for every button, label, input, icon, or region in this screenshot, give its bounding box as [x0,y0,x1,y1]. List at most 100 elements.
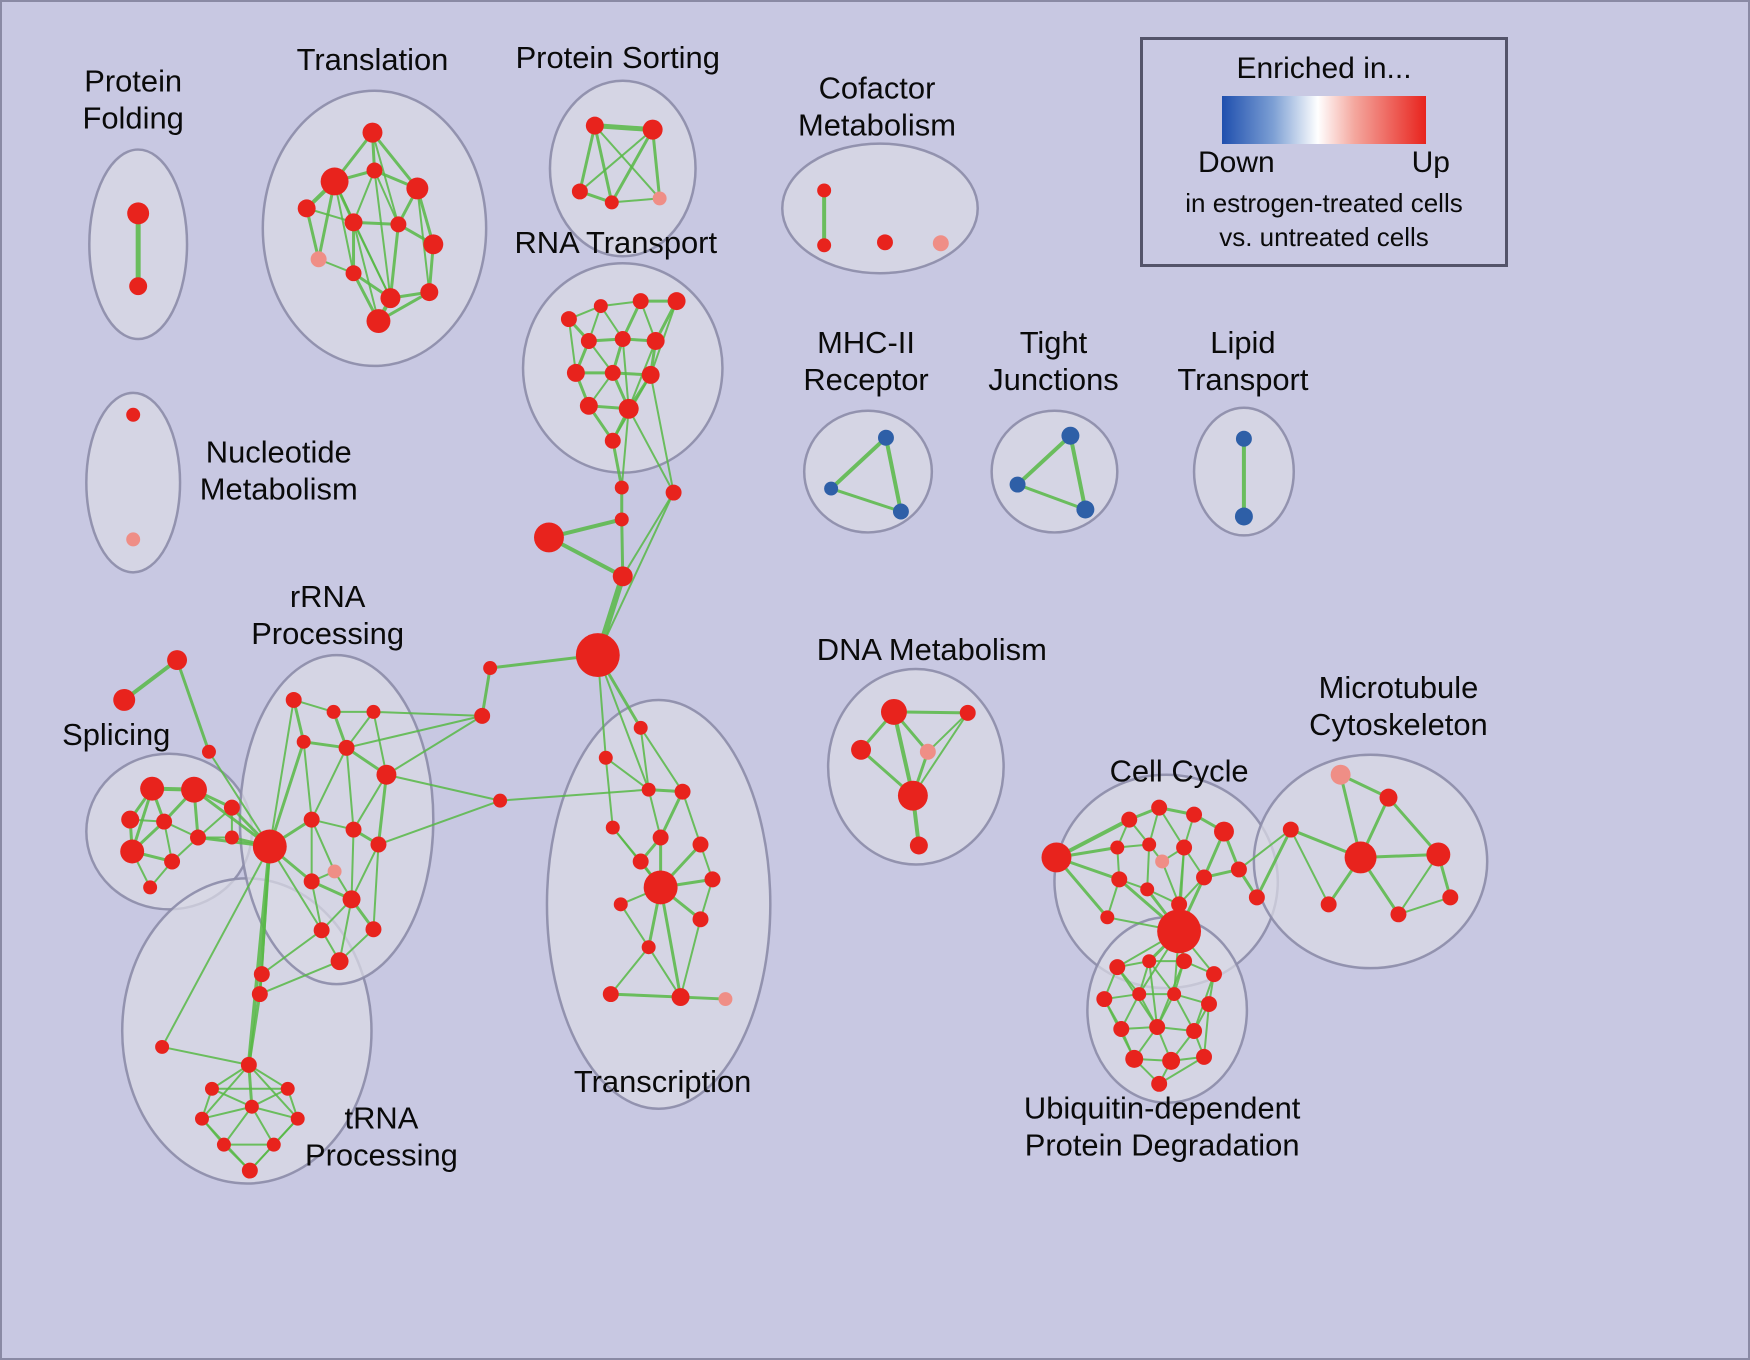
edge [647,788,662,839]
node [817,183,832,198]
edge [578,124,597,193]
node [1125,1049,1144,1068]
node [240,1056,257,1073]
cluster-label: Metabolism [200,472,358,507]
node [370,836,387,853]
node [1196,869,1213,886]
node [156,813,173,830]
cluster-label: Microtubule [1319,670,1479,705]
node [223,799,240,816]
node [851,739,872,760]
edge [621,491,675,578]
node [345,821,362,838]
edge [372,843,380,931]
node [1113,1020,1130,1037]
node [366,704,381,719]
edge [596,491,675,657]
node [674,783,691,800]
edge [388,222,400,300]
node [919,743,936,760]
node [406,177,429,200]
node [1121,811,1138,828]
edge [377,799,502,846]
node [612,566,633,587]
edge [376,773,388,847]
legend-subtitle-line1: in estrogen-treated cells [1185,188,1463,218]
cluster-label: Processing [305,1138,458,1173]
node [580,333,597,349]
edge [649,373,675,494]
node [252,829,287,864]
cluster-label: Protein [84,64,182,99]
cluster-label: Cofactor [819,71,936,106]
node [1140,882,1155,897]
cluster-ellipse [826,667,1005,866]
edge [161,1045,250,1066]
edge [310,818,336,873]
node [1061,426,1080,445]
node [1390,906,1407,923]
edge [371,131,400,226]
node [614,512,629,527]
cluster-label: Splicing [62,717,170,752]
edge [609,946,650,996]
node [876,234,893,251]
node [155,1039,170,1054]
edge [829,487,903,513]
edge [604,756,614,829]
edge [385,714,484,776]
node [877,429,894,446]
edge [268,698,295,848]
node [280,1081,295,1096]
node [1110,840,1125,855]
cluster-ellipse [85,391,182,574]
edge [1146,843,1151,891]
node [266,1137,281,1152]
edge [373,169,400,226]
edge [1015,433,1073,487]
edge [250,1105,275,1146]
edge [681,790,702,846]
node [167,650,188,671]
node [718,992,733,1007]
edge [604,756,650,791]
edge [1289,828,1330,906]
cluster-label: Protein Sorting [516,40,720,75]
edge [926,711,969,753]
node [251,986,268,1003]
node [909,836,928,855]
node [692,836,709,853]
node [1171,896,1188,913]
node [1109,959,1126,976]
node [642,119,663,140]
legend-subtitle-line2: vs. untreated cells [1219,222,1429,252]
edge [679,918,702,999]
node [575,633,620,678]
node [641,940,656,955]
node [1142,837,1157,852]
edge [647,946,682,999]
node [643,870,678,905]
node [652,829,669,846]
cluster-label: Lipid [1210,325,1275,360]
node [345,265,362,282]
node [613,897,628,912]
edge [247,992,262,1067]
edge [639,726,684,793]
cluster-label: Transcription [574,1064,751,1099]
edge [352,773,388,831]
cluster-label: Cytoskeleton [1309,707,1488,742]
node [614,480,629,495]
node [1132,987,1147,1002]
edge [593,124,614,204]
edge [567,318,577,374]
node [1196,1048,1213,1065]
node [253,966,270,983]
edge [200,1105,253,1120]
node [704,871,721,888]
cluster-label: tRNA [345,1101,419,1136]
node [380,288,401,309]
edge [659,885,683,999]
edge [1158,1055,1206,1085]
